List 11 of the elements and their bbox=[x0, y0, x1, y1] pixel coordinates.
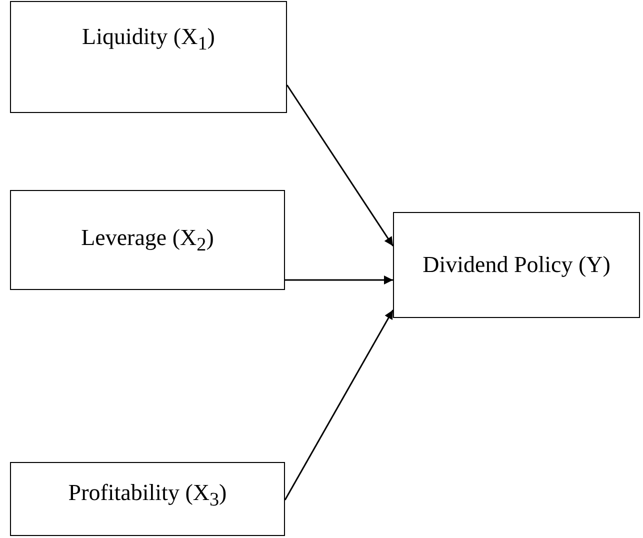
variable-box bbox=[10, 1, 287, 113]
variable-label: Profitability (X$_{3}$) bbox=[68, 478, 227, 512]
arrow bbox=[285, 276, 393, 284]
variable-box bbox=[10, 190, 285, 290]
variable-label: Liquidity (X$_{1}$) bbox=[82, 22, 215, 56]
arrow bbox=[284, 310, 394, 500]
variable-label: Leverage (X$_{2}$) bbox=[81, 224, 214, 258]
arrow bbox=[286, 84, 394, 246]
variable-box bbox=[10, 462, 285, 536]
variable-label: Dividend Policy (Y) bbox=[422, 251, 610, 280]
variable-box bbox=[393, 212, 640, 318]
